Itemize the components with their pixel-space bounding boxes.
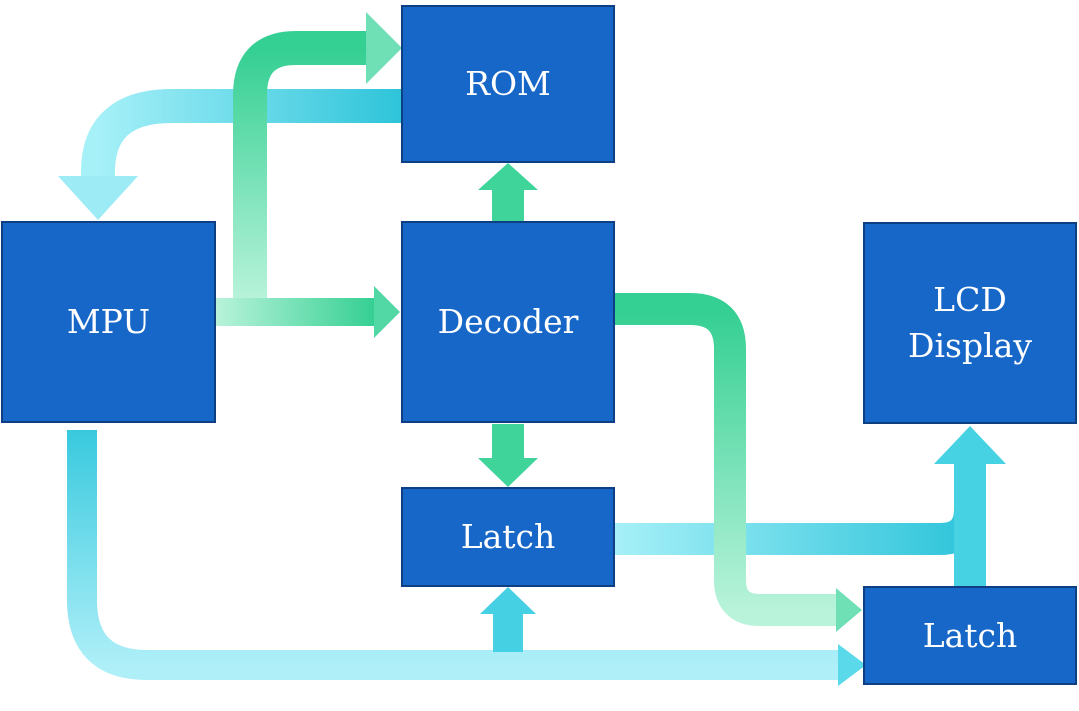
- arrow-rom-to-mpu: [58, 89, 402, 220]
- arrow-mpu-to-rom: [233, 12, 402, 300]
- rom-block: ROM: [401, 5, 615, 163]
- arrow-decoder-to-rom: [478, 163, 538, 221]
- arrow-latch-left-to-lcd: [615, 462, 986, 555]
- latch-block-left: Latch: [401, 487, 615, 587]
- latch-left-label: Latch: [460, 517, 556, 556]
- latch-block-right: Latch: [863, 586, 1077, 685]
- lcd-display-label: LCD Display: [908, 277, 1032, 369]
- lcd-display-block: LCD Display: [863, 222, 1077, 424]
- arrow-decoder-to-latch-left: [478, 424, 538, 487]
- arrow-decoder-to-latch-right: [615, 293, 862, 632]
- decoder-label: Decoder: [437, 302, 579, 341]
- arrow-latch-right-to-lcd: [934, 426, 1006, 586]
- decoder-block: Decoder: [401, 221, 615, 423]
- mpu-block: MPU: [1, 221, 216, 423]
- lcd-label-line1: LCD: [933, 280, 1007, 319]
- mpu-label: MPU: [66, 302, 151, 341]
- arrow-bus-to-latch-left: [480, 587, 536, 652]
- arrow-mpu-to-latches: [67, 430, 866, 686]
- latch-right-label: Latch: [922, 615, 1018, 655]
- lcd-label-line2: Display: [908, 326, 1032, 365]
- arrow-mpu-to-decoder: [216, 286, 400, 338]
- rom-label: ROM: [465, 64, 551, 103]
